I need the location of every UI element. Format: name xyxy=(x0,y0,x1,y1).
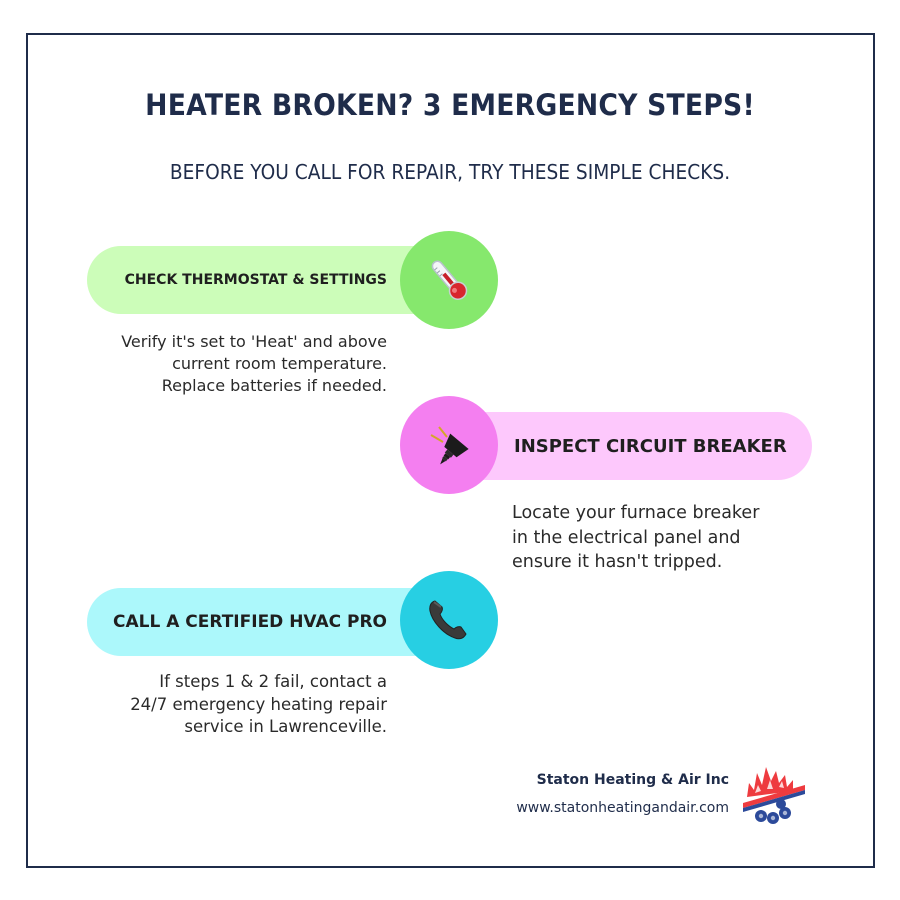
step-2-description-line: in the electrical panel and xyxy=(512,527,741,548)
step-2-description-line: Locate your furnace breaker xyxy=(512,503,760,523)
step-2-pill: INSPECT CIRCUIT BREAKER xyxy=(452,412,812,480)
page-subtitle: BEFORE YOU CALL FOR REPAIR, TRY THESE SI… xyxy=(169,160,731,184)
step-2-label: INSPECT CIRCUIT BREAKER xyxy=(514,435,787,457)
step-2-description-line: ensure it hasn't tripped. xyxy=(512,552,723,572)
step-2-description: Locate your furnace breaker in the elect… xyxy=(512,501,759,575)
step-3-description-line: 24/7 emergency heating repair xyxy=(130,694,387,714)
step-1-description-line: Replace batteries if needed. xyxy=(161,376,387,395)
step-1-description-line: Verify it's set to 'Heat' and above xyxy=(121,332,387,351)
step-3-label: CALL A CERTIFIED HVAC PRO xyxy=(113,612,387,632)
electric-plug-icon xyxy=(400,396,498,494)
step-1-description-line: current room temperature. xyxy=(172,354,387,373)
step-1-label: CHECK THERMOSTAT & SETTINGS xyxy=(124,272,387,288)
step-3-description: If steps 1 & 2 fail, contact a 24/7 emer… xyxy=(130,671,387,739)
page-title: HEATER BROKEN? 3 EMERGENCY STEPS! xyxy=(145,88,755,122)
company-website-link[interactable]: www.statonheatingandair.com xyxy=(516,800,729,816)
company-name: Staton Heating & Air Inc xyxy=(536,772,729,788)
step-1-description: Verify it's set to 'Heat' and above curr… xyxy=(121,331,387,397)
step-1-pill: CHECK THERMOSTAT & SETTINGS xyxy=(87,246,447,314)
company-logo-icon xyxy=(741,763,807,827)
step-3-pill: CALL A CERTIFIED HVAC PRO xyxy=(87,588,447,656)
telephone-receiver-icon xyxy=(400,571,498,669)
thermometer-icon xyxy=(400,231,498,329)
step-3-description-line: service in Lawrenceville. xyxy=(184,717,387,736)
step-3-description-line: If steps 1 & 2 fail, contact a xyxy=(159,672,387,691)
